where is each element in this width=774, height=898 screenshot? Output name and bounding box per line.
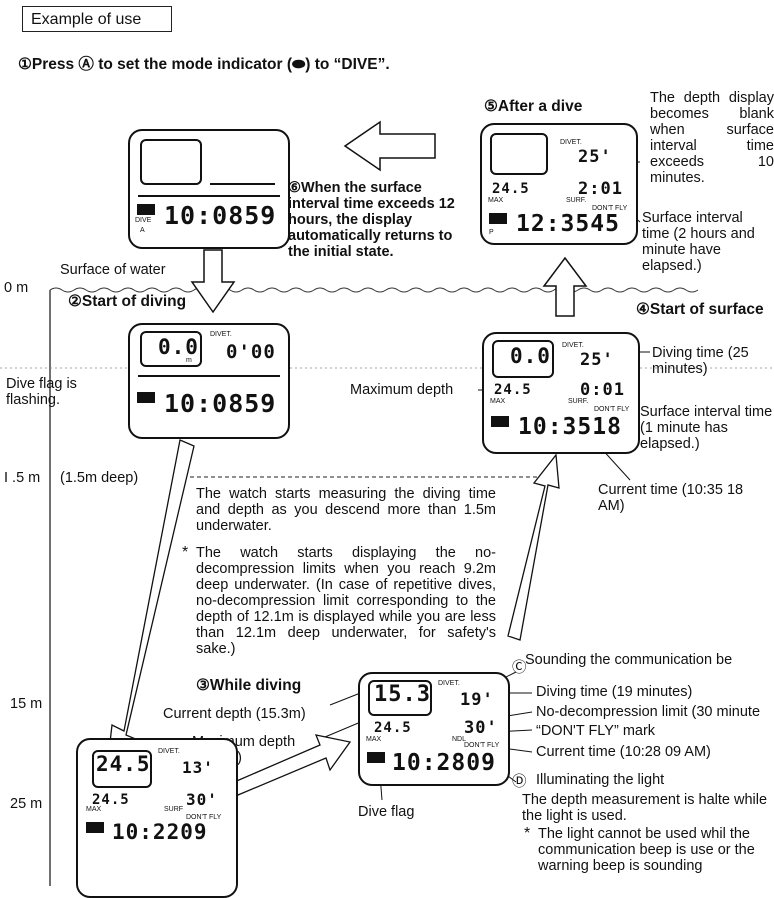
watch-display-start-surface: 0.0 DIVET. 25' 24.5 MAX SURF. 0:01 DON'T…	[482, 332, 640, 454]
depth-label-1-5m: I .5 m	[4, 470, 41, 486]
current-time-readout: 10:3518	[518, 414, 622, 440]
depth-1-5m-note: (1.5m deep)	[60, 470, 139, 486]
ndl-readout: 30'	[464, 718, 498, 738]
step-3-label: ③While diving	[196, 677, 302, 694]
diving-time-readout: 13'	[182, 758, 214, 777]
step-4-label: ④Start of surface	[636, 301, 764, 318]
step-2-label: ②Start of diving	[68, 293, 187, 310]
depth-readout: 15.3	[374, 682, 431, 707]
depth-label-15m: 15 m	[10, 696, 43, 712]
watch-display-start-diving: 0.0 m DIVET. 0'00 10:0859	[128, 323, 290, 439]
diving-time-readout: 0'00	[226, 341, 276, 363]
surface-of-water-label: Surface of water	[60, 262, 166, 278]
current-time-readout: 12:3545	[516, 211, 620, 237]
button-c-label: Ⓒ	[512, 660, 527, 676]
watch-display-while-diving: 15.3 DIVET. 19' 24.5 MAX NDL 30' DON'T F…	[358, 672, 510, 786]
watch-display-25m: 24.5 DIVET. 13' 24.5 MAX SURF 30' DON'T …	[76, 738, 238, 898]
current-time-readout: 10:0859	[164, 389, 277, 418]
diving-time-readout: 25'	[578, 147, 612, 167]
diving-time-readout: 25'	[580, 350, 614, 370]
diving-time-19-label: Diving time (19 minutes)	[536, 684, 693, 700]
current-time-1035-label: Current time (10:35 18 AM)	[598, 482, 744, 514]
illuminating-label: Illuminating the light	[536, 772, 665, 788]
light-note: The light cannot be used whil the commun…	[538, 826, 755, 874]
step-6-note: ⑥When the surface interval time exceeds …	[288, 180, 455, 260]
surface-interval-readout: 0:01	[580, 380, 625, 400]
current-time-readout: 10:2209	[112, 820, 208, 844]
surface-interval-1m-label: Surface interval time (1 minute has elap…	[640, 404, 773, 452]
step-5-label: ⑤After a dive	[484, 98, 583, 115]
depth-readout: 0.0	[510, 344, 551, 368]
max-depth-readout: 24.5	[92, 792, 130, 808]
step-1-instruction: ①Press Ⓐ to set the mode indicator (⬬) t…	[18, 56, 390, 73]
surface-interval-2h-note: Surface interval time (2 hours and minut…	[642, 210, 755, 274]
surface-interval-readout: 2:01	[578, 179, 623, 199]
current-depth-label: Current depth (15.3m)	[163, 706, 306, 722]
ndl-readout: 30'	[186, 790, 218, 809]
sounding-note: Sounding the communication be	[525, 652, 733, 668]
dive-flag-label: Dive flag	[358, 804, 415, 820]
dont-fly-label: “DON'T FLY” mark	[536, 723, 656, 739]
max-depth-readout: 24.5	[374, 720, 412, 736]
current-time-readout: 10:0859	[164, 201, 277, 230]
ndl-note: The watch starts displaying the no-decom…	[196, 545, 496, 657]
max-depth-readout: 24.5	[494, 382, 532, 398]
button-d-label: Ⓓ	[512, 774, 527, 790]
depth-halted-note: The depth measurement is halte while the…	[522, 792, 768, 824]
blank-depth-note: The depth display becomes blank when sur…	[650, 90, 774, 186]
diving-time-25-label: Diving time (25 minutes)	[652, 345, 749, 377]
max-depth-readout: 24.5	[492, 181, 530, 197]
diving-time-readout: 19'	[460, 690, 494, 710]
depth-readout: 0.0	[158, 335, 199, 359]
watch-display-after-dive: DIVET. 25' 24.5 MAX SURF. 2:01 DON'T FLY…	[480, 123, 638, 245]
depth-label-0m: 0 m	[4, 280, 29, 296]
dive-flag-flashing-note: Dive flag is flashing.	[6, 376, 77, 408]
ndl-30-label: No-decompression limit (30 minute	[536, 704, 761, 720]
depth-readout: 24.5	[96, 752, 151, 776]
max-depth-label: Maximum depth	[350, 382, 454, 398]
example-title: Example of use	[22, 6, 172, 32]
current-time-1028-label: Current time (10:28 09 AM)	[536, 744, 711, 760]
depth-label-25m: 25 m	[10, 796, 43, 812]
current-time-readout: 10:2809	[392, 750, 496, 776]
measure-note: The watch starts measuring the diving ti…	[196, 486, 496, 534]
watch-display-initial: DIVE A 10:0859	[128, 129, 290, 249]
